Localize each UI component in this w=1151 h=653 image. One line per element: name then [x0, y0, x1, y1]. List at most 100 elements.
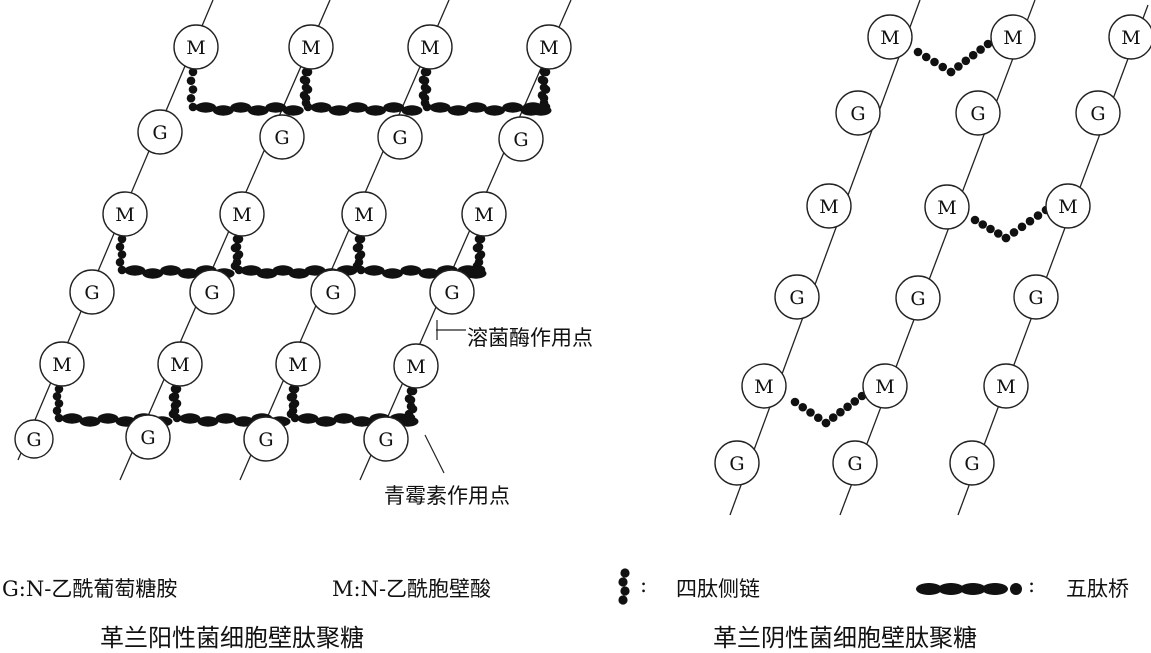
m-node-neg-3 [1108, 14, 1151, 60]
m-node-neg-1 [867, 14, 913, 60]
m-node-pos-r1-1-label: M [186, 37, 205, 59]
pentapeptide-bridge [351, 416, 373, 427]
pentapeptide-bridge [363, 265, 385, 276]
g-node-neg-12 [1013, 274, 1059, 320]
m-node-pos-r2-3 [341, 191, 387, 237]
tetrapeptide-crosslink [798, 402, 808, 412]
pentapeptide-bridge [272, 265, 294, 276]
pentapeptide-bridge [304, 265, 326, 276]
tetrapeptide-chain [170, 406, 180, 416]
g-node-neg-11 [895, 275, 941, 321]
g-node-pos-r1-4-label: G [513, 129, 528, 151]
tetrapeptide-crosslink [1033, 211, 1043, 220]
g-node-neg-12-label: G [1028, 287, 1043, 309]
pentapeptide-bridge [365, 105, 387, 116]
m-node-neg-7 [806, 183, 852, 229]
pentapeptide-bridge [288, 268, 310, 279]
m-node-neg-7-label: M [819, 196, 838, 218]
m-node-pos-r3-1-label: M [52, 354, 71, 376]
tetrapeptide-crosslink [954, 62, 963, 71]
tetrapeptide-crosslink [806, 408, 815, 417]
g-node-neg-16-label: G [729, 453, 744, 475]
g-node-neg-17 [832, 440, 878, 486]
tetrapeptide-chain [420, 76, 430, 86]
g-node-pos-r1-1 [137, 109, 183, 155]
pentapeptide-bridge [240, 265, 262, 276]
pentapeptide-bridge [97, 413, 119, 424]
m-node-pos-r1-2-label: M [301, 37, 320, 59]
g-node-neg-11-label: G [910, 288, 925, 310]
tetrapeptide-crosslink [1025, 216, 1035, 226]
m-node-pos-r2-1 [102, 191, 148, 237]
m-node-pos-r3-3-label: M [288, 354, 307, 376]
g-node-neg-16 [714, 440, 760, 486]
pentapeptide-bridge [382, 268, 403, 279]
m-node-neg-15-label: M [996, 376, 1015, 398]
tetrapeptide-chain [541, 85, 551, 94]
tetrapeptide-chain [170, 391, 180, 401]
m-node-pos-r3-4 [393, 343, 439, 389]
tetrapeptide-chain [288, 391, 298, 401]
pentapeptide-bridge [328, 105, 350, 116]
tetrapeptide-chain [234, 234, 244, 244]
pentapeptide-bridge [230, 102, 252, 113]
legend-m-definition: M:N-乙酰胞壁酸 [332, 577, 492, 601]
m-node-neg-13-label: M [754, 376, 773, 398]
m-node-pos-r1-3 [407, 24, 453, 70]
tetrapeptide-chain [234, 250, 244, 259]
g-node-neg-17-label: G [847, 453, 862, 475]
tetrapeptide-chain [290, 384, 300, 394]
tetrapeptide-chain [301, 76, 311, 86]
tetrapeptide-chain [354, 257, 364, 267]
tetrapeptide-chain [172, 399, 182, 408]
g-node-pos-r3-4-label: G [378, 429, 393, 451]
tetrapeptide-crosslink [821, 418, 831, 428]
g-node-neg-10-label: G [789, 287, 804, 309]
tetrapeptide-chain [476, 250, 486, 259]
tetrapeptide-crosslink [978, 220, 988, 229]
tetrapeptide-chain [301, 93, 311, 103]
penicillin-leader-line [424, 434, 445, 474]
pentapeptide-bridge [502, 102, 524, 113]
m-node-pos-r2-3-label: M [354, 204, 373, 226]
tetrapeptide-crosslink [968, 50, 978, 60]
tetrapeptide-crosslink [1017, 222, 1027, 232]
tetrapeptide-crosslink [938, 62, 948, 72]
pentapeptide-bridge [247, 105, 269, 116]
tetrapeptide-chain [474, 242, 484, 252]
tetrapeptide-chain [172, 413, 182, 423]
tetrapeptide-crosslink [983, 39, 993, 49]
m-node-neg-14 [862, 363, 908, 409]
tetrapeptide-chain [290, 399, 300, 408]
tetrapeptide-crosslink [986, 224, 995, 234]
lysozyme-site-label: 溶菌酶作用点 [467, 326, 593, 350]
tetrapeptide-chain [476, 234, 486, 244]
m-node-pos-r3-1 [39, 341, 85, 387]
tetrapeptide-crosslink [1001, 233, 1011, 243]
glycan-strand-right-1 [729, 0, 921, 516]
pentapeptide-bridge [346, 102, 368, 113]
tetrapeptide-crosslink [813, 413, 823, 423]
g-node-pos-r1-3 [377, 114, 423, 160]
tetrapeptide-crosslink [970, 215, 980, 225]
tetrapeptide-chain [422, 67, 432, 77]
glycan-strand-left-2 [119, 0, 331, 481]
g-node-pos-r3-1 [14, 419, 54, 459]
pentapeptide-bridge [215, 413, 237, 424]
pentapeptide-bridge [333, 413, 355, 424]
tetrapeptide-chain [408, 404, 418, 414]
m-node-pos-r1-2 [288, 24, 334, 70]
g-node-neg-18-label: G [964, 453, 979, 475]
m-node-pos-r3-2-label: M [170, 354, 189, 376]
pentapeptide-bridge [256, 268, 278, 279]
g-node-pos-r1-3-label: G [392, 127, 407, 149]
pentapeptide-bridge [177, 268, 199, 279]
g-node-pos-r1-4 [498, 116, 544, 162]
g-node-neg-10 [774, 274, 820, 320]
tetrapeptide-crosslink [921, 52, 931, 62]
tetrapeptide-chain [356, 265, 366, 275]
m-node-neg-15 [983, 363, 1029, 409]
pentapeptide-bridge [282, 105, 304, 116]
tetrapeptide-crosslink [836, 407, 845, 417]
g-node-pos-r3-3 [243, 416, 289, 462]
